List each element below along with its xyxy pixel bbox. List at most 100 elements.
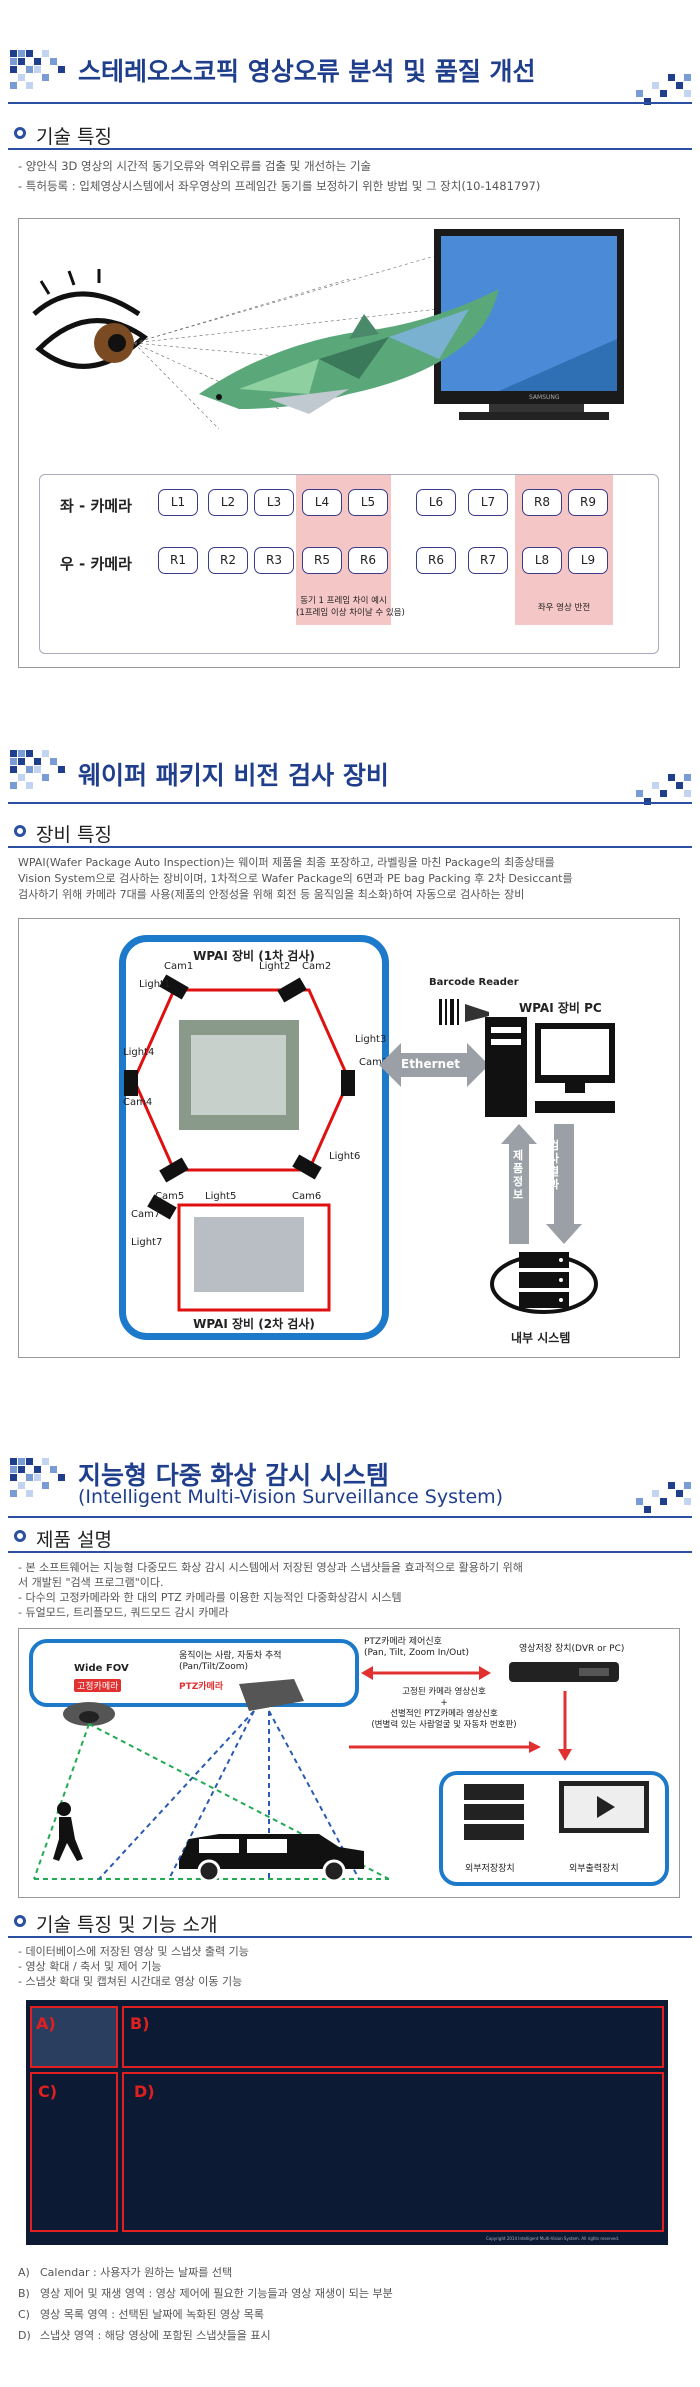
external-devices-box (439, 1771, 669, 1886)
external-storage-icon (464, 1784, 524, 1840)
section-title: 지능형 다중 화상 감시 시스템 (78, 1461, 389, 1490)
external-output-label: 외부출력장치 (569, 1864, 619, 1874)
region-c-label: C) (38, 2082, 58, 2101)
swap-note: 좌우 영상 반전 (537, 603, 591, 613)
product-description: - 본 소프트웨어는 지능형 다중모드 화상 감시 시스템에서 저장된 영상과 … (18, 1560, 688, 1620)
frame-cell: L4 (302, 489, 342, 516)
sync-note-line: 동기 1 프레임 차이 예시 (300, 596, 387, 606)
tv-brand: SAMSUNG (529, 394, 560, 401)
frame-cell: L6 (416, 489, 456, 516)
surveillance-diagram: Wide FOV 고정카메라 움직이는 사람, 자동차 추적 (Pan/Tilt… (18, 1628, 680, 1898)
subsection-rule (8, 148, 692, 150)
signal-note-line: 고정된 카메라 영상신호 (402, 1687, 486, 1697)
stereo-illustration: SAMSUNG (32, 229, 624, 430)
storage-label: 영상저장 장치(DVR or PC) (519, 1644, 625, 1654)
description-line: WPAI(Wafer Package Auto Inspection)는 웨이퍼… (18, 856, 555, 869)
eye-icon (32, 269, 148, 369)
legend-item: D)스냅샷 영역 : 해당 영상에 포함된 스냅샷들을 표시 (18, 2325, 688, 2346)
equipment-description: WPAI(Wafer Package Auto Inspection)는 웨이퍼… (18, 855, 688, 903)
region-d: D) (122, 2072, 664, 2232)
car-icon (179, 1834, 364, 1883)
external-output-icon (559, 1781, 649, 1833)
region-b: B) (122, 2006, 664, 2068)
stereo-diagram: SAMSUNG 좌 - 카메라 우 - 카메라 L1 L2 L3 L4 L5 L… (18, 218, 680, 668)
frame-cell: R7 (468, 547, 508, 574)
section-rule (8, 802, 692, 804)
pc-icon (485, 1017, 615, 1117)
signal-note: 고정된 카메라 영상신호 + 선별적인 PTZ카메라 영상신호 (변별력 있는 … (364, 1687, 524, 1731)
up-down-arrows (501, 1124, 582, 1244)
tracking-note: 움직이는 사람, 자동차 추적 (Pan/Tilt/Zoom) (179, 1651, 282, 1673)
subsection-header: 장비 특징 (8, 820, 692, 848)
section-header-stereo: 스테레오스코픽 영상오류 분석 및 품질 개선 (0, 40, 700, 110)
frame-cell: L1 (158, 489, 198, 516)
subsection-rule (8, 846, 692, 848)
light-label: Light3 (355, 1034, 387, 1045)
function-line: - 데이터베이스에 저장된 영상 및 스냅샷 출력 기능 (18, 1945, 249, 1958)
legend-key: C) (18, 2308, 30, 2321)
frame-cell: R6 (348, 547, 388, 574)
dolphin-icon (199, 289, 499, 414)
dvr-icon (509, 1662, 619, 1682)
bullet-ring-icon (14, 825, 26, 837)
barcode-label: Barcode Reader (429, 977, 519, 988)
region-a-label: A) (36, 2014, 56, 2033)
function-line: - 영상 확대 / 축서 및 제어 기능 (18, 1960, 162, 1973)
subsection-header: 기술 특징 (8, 122, 692, 150)
region-b-label: B) (130, 2014, 150, 2033)
section-header-wafer: 웨이퍼 패키지 비전 검사 장비 (0, 740, 700, 810)
legend-text: Calendar : 사용자가 원하는 날짜를 선택 (40, 2266, 233, 2279)
description-line: - 듀얼모드, 트리플모드, 쿼드모드 감시 카메라 (18, 1606, 229, 1619)
frame-table: 좌 - 카메라 우 - 카메라 L1 L2 L3 L4 L5 L6 L7 R8 … (39, 474, 659, 654)
feature-line: - 특허등록 : 입체영상시스템에서 좌우영상의 프레임간 동기를 보정하기 위… (18, 179, 541, 193)
legend-key: B) (18, 2287, 30, 2300)
section-title: 웨이퍼 패키지 비전 검사 장비 (78, 761, 389, 790)
wpai-diagram: WPAI 장비 (1차 검사) Cam1 Cam2 Cam3 Cam4 Cam5… (18, 918, 680, 1358)
wide-fov-label: Wide FOV (74, 1663, 129, 1674)
surveillance-scene (33, 1679, 390, 1883)
control-arrow (361, 1666, 491, 1680)
section-rule (8, 1516, 692, 1518)
signal-note-line: 선별적인 PTZ카메라 영상신호 (390, 1709, 498, 1719)
pc-label: WPAI 장비 PC (519, 1001, 602, 1015)
frame-cell: R9 (568, 489, 608, 516)
light-label: Light1 (139, 979, 171, 990)
wpai-enclosure (119, 935, 389, 1340)
ptz-control-note: PTZ카메라 제어신호 (Pan, Tilt, Zoom In/Out) (364, 1637, 469, 1659)
subsection-rule (8, 1551, 692, 1553)
legend-text: 스냅샷 영역 : 해당 영상에 포함된 스냅샷들을 표시 (40, 2329, 271, 2342)
tracking-note-line: (Pan/Tilt/Zoom) (179, 1662, 249, 1672)
light-label: Light2 (259, 961, 291, 972)
subsection-title: 기술 특징 및 기능 소개 (36, 1914, 218, 1936)
signal-arrow (349, 1741, 541, 1753)
description-line: 서 개발된 "검색 프로그램"이다. (18, 1576, 164, 1589)
frame-cell: R2 (208, 547, 248, 574)
region-legend: A)Calendar : 사용자가 원하는 날짜를 선택 B)영상 제어 및 재… (18, 2262, 688, 2346)
section-title: 스테레오스코픽 영상오류 분석 및 품질 개선 (78, 57, 536, 86)
tracking-note-line: 움직이는 사람, 자동차 추적 (179, 1651, 282, 1661)
function-line: - 스냅샷 확대 및 캡쳐된 시간대로 영상 이동 기능 (18, 1975, 243, 1988)
subsection-header: 제품 설명 (8, 1525, 692, 1553)
fixed-camera-badge: 고정카메라 (74, 1679, 122, 1692)
cam-label: Cam1 (164, 961, 194, 972)
bullet-ring-icon (14, 1530, 26, 1542)
product-info-label: 제품정보 (513, 1149, 524, 1201)
bullet-ring-icon (14, 127, 26, 139)
inspection-result-label: 검사결과 (549, 1139, 560, 1191)
section-rule (8, 102, 692, 104)
region-d-label: D) (134, 2082, 155, 2101)
light-label: Light5 (205, 1191, 237, 1202)
ptz-camera-icon (239, 1679, 304, 1711)
frame-cell: L5 (348, 489, 388, 516)
feature-line: - 양안식 3D 영상의 시간적 동기오류와 역위오류를 검출 및 개선하는 기… (18, 159, 372, 173)
cam-label: Cam2 (302, 961, 332, 972)
subsection-rule (8, 1936, 692, 1938)
frame-cell: R3 (254, 547, 294, 574)
legend-item: B)영상 제어 및 재생 영역 : 영상 제어에 필요한 기능들과 영상 재생이… (18, 2283, 688, 2304)
legend-item: C)영상 목록 영역 : 선택된 날짜에 녹화된 영상 목록 (18, 2304, 688, 2325)
subsection-title: 기술 특징 (36, 126, 112, 148)
inspection-hexagon (124, 974, 355, 1312)
region-a: A) (30, 2006, 118, 2068)
cam-label: Cam7 (131, 1209, 161, 1220)
screen-copyright: Copyright 2014 Intelligent Multi-Vision … (486, 2236, 620, 2241)
